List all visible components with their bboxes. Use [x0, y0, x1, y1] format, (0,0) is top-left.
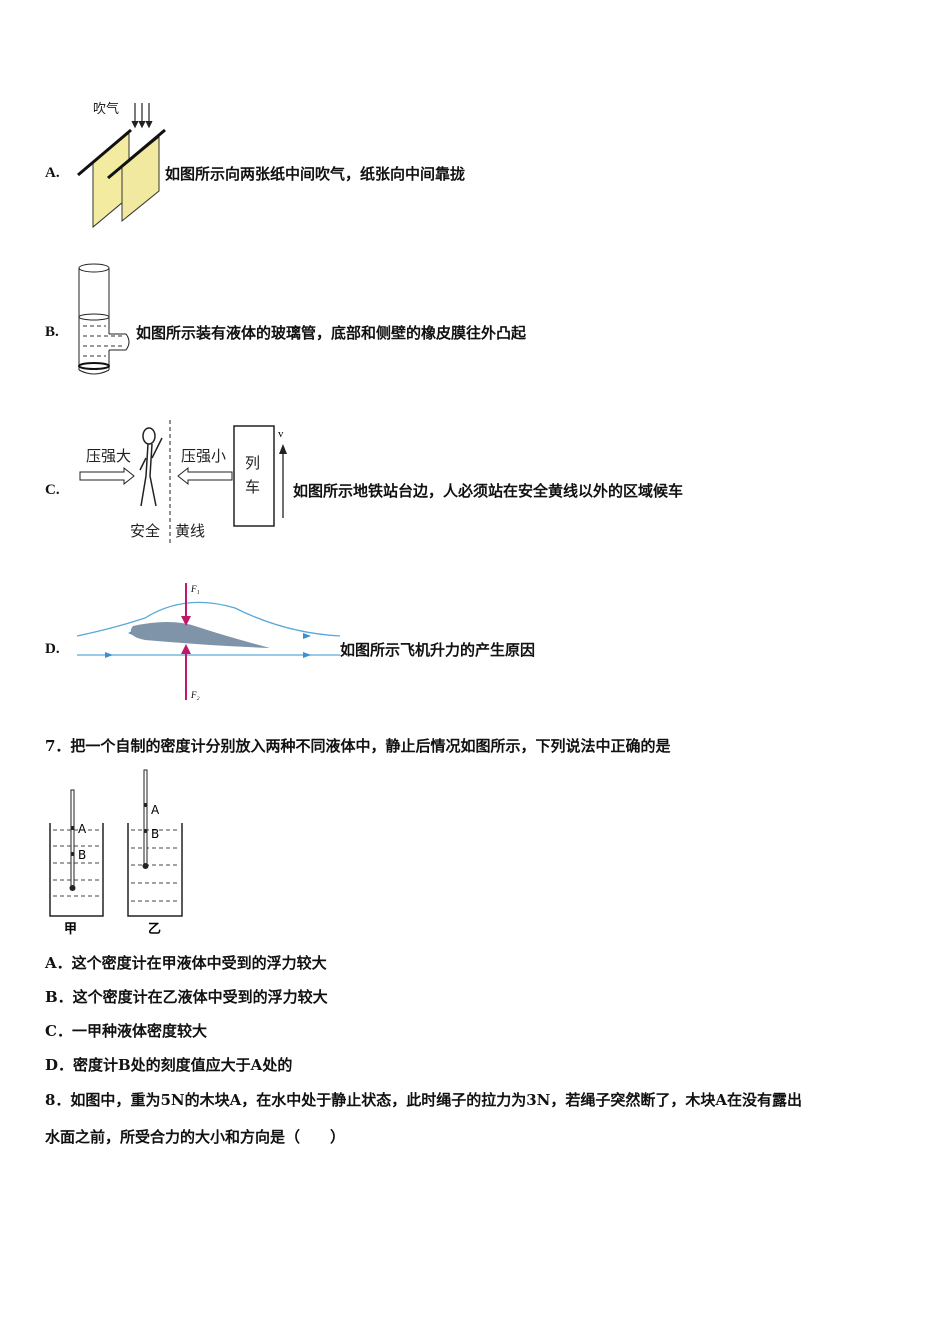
option-d-letter: D. [45, 641, 60, 657]
subway-platform-figure: 压强大 压强小 安全 黄线 列 车 v [79, 420, 287, 543]
label-a-yi: A [151, 803, 160, 817]
q7-option-a: A．这个密度计在甲液体中受到的浮力较大 [45, 954, 327, 972]
label-b-jia: B [78, 848, 86, 862]
q7-option-c: C．一甲种液体密度较大 [45, 1022, 207, 1040]
blow-label: 吹气 [93, 101, 119, 117]
velocity-arrow-icon [279, 444, 287, 454]
train [233, 425, 275, 527]
yellow-line-label: 黄线 [175, 522, 205, 540]
low-pressure-label: 压强小 [181, 447, 226, 465]
train-label-2: 车 [245, 478, 260, 496]
label-yi: 乙 [148, 922, 161, 937]
f1-arrow-icon [181, 616, 191, 626]
q7-option-d: D．密度计B处的刻度值应大于A处的 [45, 1056, 293, 1074]
glass-tube-figure [78, 263, 130, 375]
paper-blow-figure: 吹气 [77, 101, 166, 229]
option-b-letter: B. [45, 324, 59, 340]
safe-label: 安全 [130, 522, 160, 540]
velocity-label: v [278, 428, 284, 440]
f2-arrow-icon [181, 644, 191, 654]
option-b-text: 如图所示装有液体的玻璃管，底部和侧壁的橡皮膜往外凸起 [136, 324, 527, 342]
option-d-text: 如图所示飞机升力的产生原因 [340, 641, 536, 659]
q8-stem-line1: 8．如图中，重为5N的木块A，在水中处于静止状态，此时绳子的拉力为3N，若绳子突… [45, 1091, 803, 1109]
label-a-jia: A [78, 822, 87, 836]
f1-label: F₁ [190, 584, 200, 594]
label-b-yi: B [151, 827, 159, 841]
hydrometer-figure: A B A B 甲 乙 [49, 769, 183, 937]
arrows-icon [131, 103, 153, 129]
option-c-text: 如图所示地铁站台边，人必须站在安全黄线以外的区域候车 [293, 482, 684, 500]
high-pressure-label: 压强大 [86, 447, 131, 465]
arrow-right-icon [79, 466, 135, 486]
person-icon [139, 427, 163, 507]
wing-lift-figure: F₁ F₂ [76, 583, 341, 700]
label-jia: 甲 [64, 922, 77, 937]
arrow-left-icon [177, 466, 233, 486]
option-a-text: 如图所示向两张纸中间吹气，纸张向中间靠拢 [165, 165, 466, 183]
q8-stem-line2: 水面之前，所受合力的大小和方向是（ ） [45, 1128, 346, 1146]
f2-label: F₂ [190, 690, 200, 700]
wing-shape [130, 622, 270, 648]
option-c-letter: C. [45, 482, 60, 498]
train-label-1: 列 [245, 454, 260, 472]
q7-option-b: B．这个密度计在乙液体中受到的浮力较大 [45, 988, 328, 1006]
q7-stem: 7．把一个自制的密度计分别放入两种不同液体中，静止后情况如图所示，下列说法中正确… [45, 737, 671, 755]
option-a-letter: A. [45, 165, 60, 181]
